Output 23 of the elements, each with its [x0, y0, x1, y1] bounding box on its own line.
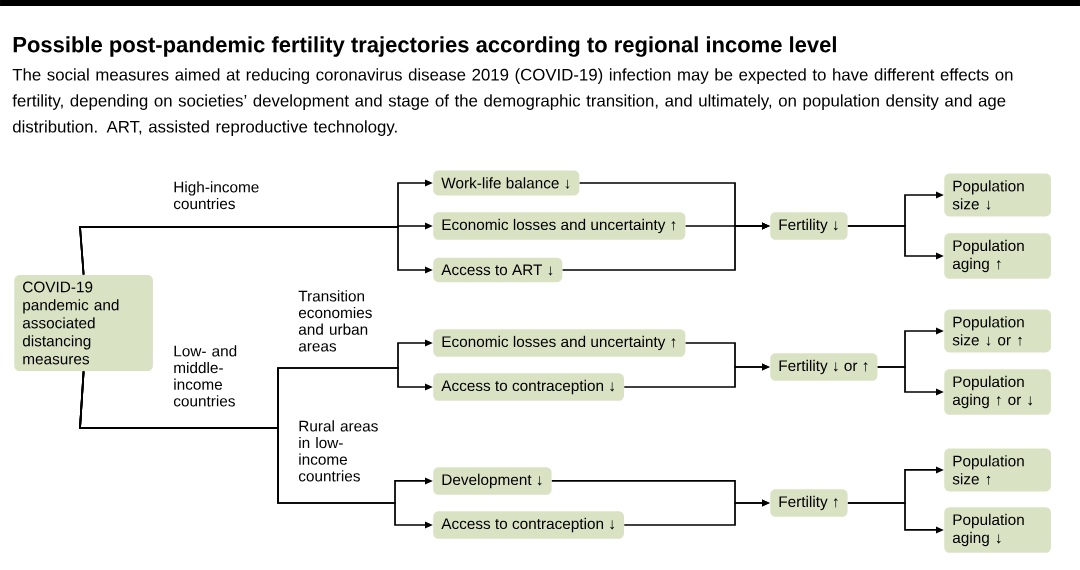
factor-box: Access to ART ↓	[433, 257, 563, 283]
branch-label: High-income countries	[173, 181, 259, 210]
title: Possible post-pandemic fertility trajectories according to regional income level	[13, 36, 836, 57]
caption-text: The social measures aimed at reducing coronavirus disease 2019 (COVID-19) infection may be expected to have different effects on fertility, depending on societies’ development and stage of the demographic transition, and ultimately, on population density and age distribution. ART, assisted reproductive technology.	[12, 68, 1013, 136]
branch-label: Transition economies and urban areas	[298, 290, 372, 352]
factor-box: Access to contraception ↓	[433, 511, 624, 539]
source-box: COVID-19 pandemic and associated distancing measures	[14, 274, 153, 372]
factor-box: Work-life balance ↓	[433, 170, 580, 196]
branch-label: Low- and middle-income countries	[173, 345, 237, 407]
outcome-box: Population aging ↑	[944, 233, 1051, 279]
factor-box: Economic losses and uncertainty ↑	[433, 329, 686, 357]
factor-box: Development ↓	[433, 467, 552, 495]
outcome-box: Population size ↓ or ↑	[944, 309, 1051, 353]
fertility-box: Fertility ↓	[770, 212, 848, 240]
fertility-box: Fertility ↓ or ↑	[770, 353, 878, 381]
fertility-box: Fertility ↑	[770, 489, 848, 517]
branch-label: Rural areas in low-income countries	[298, 420, 378, 482]
factor-box: Access to contraception ↓	[433, 373, 624, 401]
outcome-box: Population aging ↓	[944, 507, 1051, 553]
outcome-box: Population aging ↑ or ↓	[944, 369, 1051, 415]
outcome-box: Population size ↓	[944, 173, 1051, 217]
factor-box: Economic losses and uncertainty ↑	[433, 212, 686, 240]
outcome-box: Population size ↑	[944, 448, 1051, 492]
